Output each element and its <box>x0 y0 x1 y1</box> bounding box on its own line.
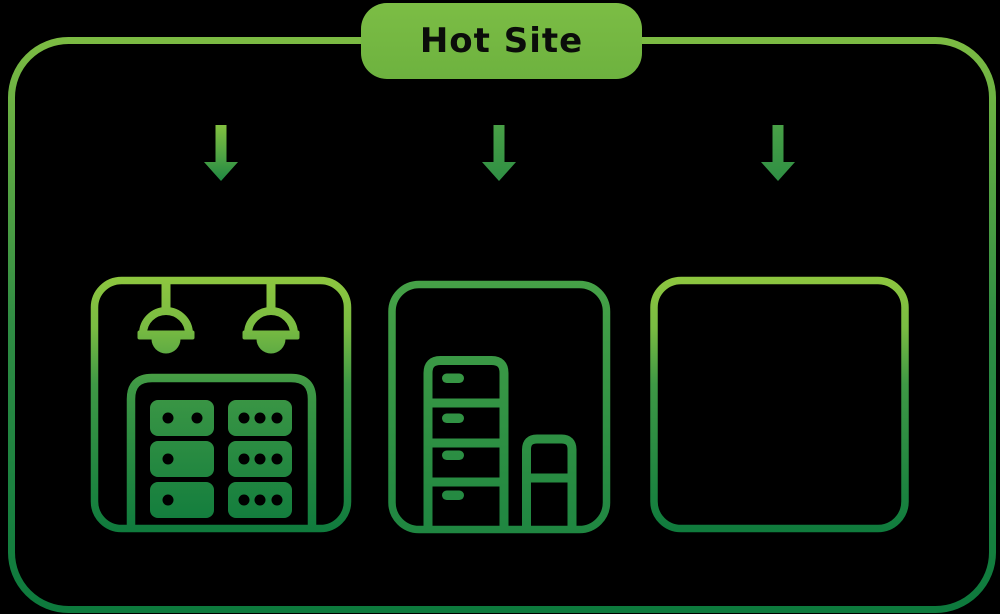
storage-box <box>388 280 611 534</box>
server-room-outline <box>90 276 352 533</box>
drawer-handle <box>442 373 464 383</box>
storage-cabinet-icon <box>522 434 577 533</box>
small-cabinet-outline <box>522 434 577 533</box>
pendant-light-icon <box>242 283 300 354</box>
lamp-brim <box>242 330 300 340</box>
filing-cabinet-icon <box>423 356 509 533</box>
lamp-shade-arc <box>139 307 193 335</box>
unit-dot <box>254 494 266 506</box>
lamp-bulb <box>151 339 181 354</box>
rack-unit <box>150 482 214 518</box>
drawer-handle <box>442 413 464 423</box>
lamp-bulb <box>256 339 286 354</box>
unit-dot <box>162 453 174 465</box>
hot-site-label-text: Hot Site <box>419 21 584 61</box>
unit-dot <box>254 412 266 424</box>
rack-unit <box>228 400 292 436</box>
drawer-handle <box>442 490 464 500</box>
rack-unit <box>150 441 214 477</box>
unit-dot <box>271 412 283 424</box>
unit-dot <box>162 494 174 506</box>
hot-site-label: Hot Site <box>361 3 642 79</box>
unit-dot <box>271 453 283 465</box>
unit-dot <box>238 412 250 424</box>
empty-box <box>650 276 909 533</box>
down-arrow-icon <box>204 125 238 181</box>
lamp-brim <box>137 330 195 340</box>
lamp-stem <box>161 283 171 311</box>
rack-unit <box>228 441 292 477</box>
rack-unit <box>228 482 292 518</box>
lamp-shade-arc <box>244 307 298 335</box>
server-room-box <box>90 276 352 533</box>
unit-dot <box>238 453 250 465</box>
unit-dot <box>238 494 250 506</box>
rack-unit <box>150 400 214 436</box>
cabinet-outline <box>423 356 509 533</box>
unit-dot <box>191 412 203 424</box>
rack-outline <box>126 373 317 531</box>
unit-dot <box>271 494 283 506</box>
pendant-light-icon <box>137 283 195 354</box>
unit-dot <box>162 412 174 424</box>
drawer-handle <box>442 450 464 460</box>
down-arrow-icon <box>482 125 516 181</box>
down-arrow-icon <box>761 125 795 181</box>
lamp-stem <box>266 283 276 311</box>
storage-outline <box>388 280 611 534</box>
unit-dot <box>254 453 266 465</box>
server-rack-icon <box>126 373 317 531</box>
